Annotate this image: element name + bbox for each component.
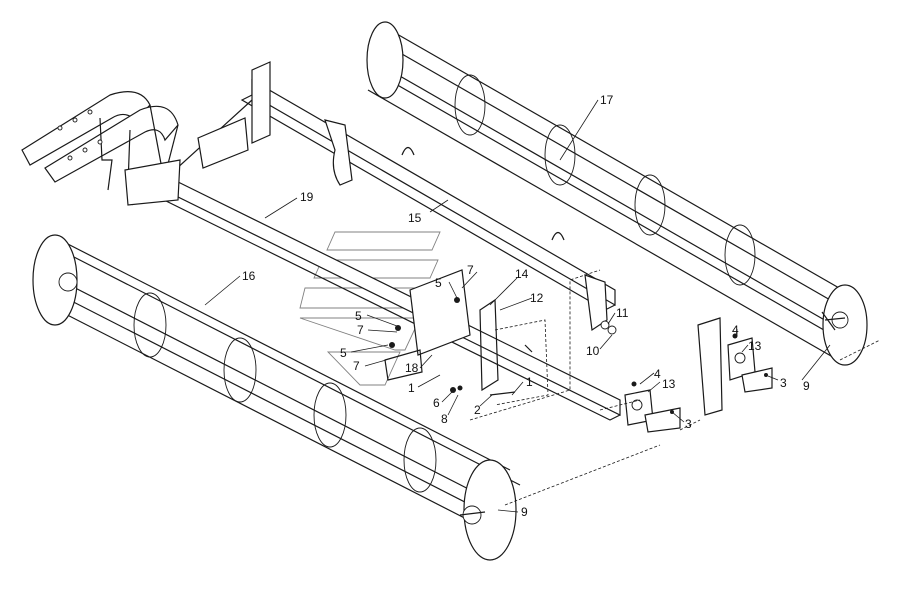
callout-18: 18 <box>405 361 419 375</box>
callout-17: 17 <box>600 93 614 107</box>
callout-8: 8 <box>441 412 448 426</box>
callout-10: 10 <box>586 344 600 358</box>
callout-1: 1 <box>408 381 415 395</box>
assembly-guide-lines <box>469 269 881 506</box>
callout-13: 13 <box>662 377 676 391</box>
callout-3: 3 <box>685 417 692 431</box>
callout-labels: 17 16 19 15 5 7 14 12 5 7 5 7 18 1 1 6 8… <box>242 93 810 519</box>
leader-lines <box>204 99 831 513</box>
main-frame <box>124 61 723 421</box>
callout-13: 13 <box>748 339 762 353</box>
callout-5: 5 <box>355 309 362 323</box>
callout-2: 2 <box>474 403 481 417</box>
roller-17 <box>366 21 868 366</box>
callout-11: 11 <box>616 306 629 320</box>
callout-9: 9 <box>803 379 810 393</box>
callout-5: 5 <box>435 276 442 290</box>
callout-12: 12 <box>530 291 544 305</box>
callout-14: 14 <box>515 267 529 281</box>
callout-9: 9 <box>521 505 528 519</box>
callout-7: 7 <box>353 359 360 373</box>
bearing-assembly-left <box>624 381 681 433</box>
callout-1: 1 <box>526 375 533 389</box>
callout-7: 7 <box>357 323 364 337</box>
linkage-arms <box>21 91 179 206</box>
callout-16: 16 <box>242 269 256 283</box>
callout-15: 15 <box>408 211 422 225</box>
bearing-assembly-right <box>727 333 773 393</box>
callout-5: 5 <box>340 346 347 360</box>
callout-4: 4 <box>732 323 739 337</box>
callout-7: 7 <box>467 263 474 277</box>
callout-19: 19 <box>300 190 314 204</box>
callout-6: 6 <box>433 396 440 410</box>
callout-3: 3 <box>780 376 787 390</box>
roller-16 <box>32 234 521 561</box>
fasteners <box>384 297 617 396</box>
callout-4: 4 <box>654 367 661 381</box>
